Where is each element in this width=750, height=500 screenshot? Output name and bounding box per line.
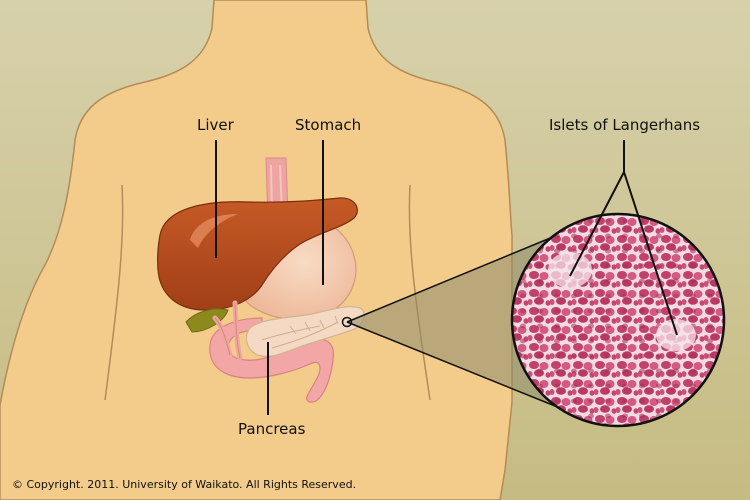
copyright-notice: © Copyright. 2011. University of Waikato… <box>12 478 357 491</box>
pancreas-organ <box>245 306 365 357</box>
magnification-circle-border <box>510 212 726 428</box>
stomach-label: Stomach <box>295 116 362 134</box>
left-arm-line <box>104 184 124 401</box>
right-arm-line <box>408 184 431 401</box>
gallbladder <box>185 308 229 333</box>
magnification-point <box>341 316 353 328</box>
islets-label: Islets of Langerhans <box>549 116 701 134</box>
magnification-cone <box>347 234 560 408</box>
islets-pointer-left <box>569 171 625 277</box>
pancreas-label: Pancreas <box>238 420 306 438</box>
liver-label: Liver <box>197 116 234 134</box>
islets-pointer-right <box>623 171 678 336</box>
islet-cluster-left <box>548 252 592 288</box>
liver-highlight <box>190 214 238 248</box>
